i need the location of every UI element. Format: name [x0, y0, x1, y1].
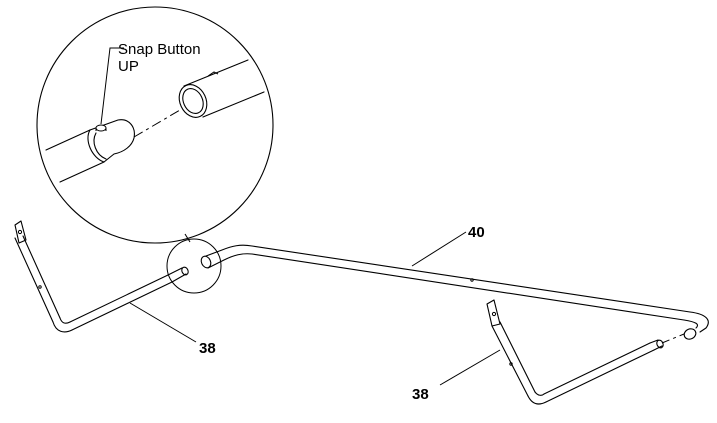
magnify-circle — [166, 238, 222, 294]
leader-left-leg — [129, 302, 197, 343]
detail-tube-with-button — [45, 119, 135, 183]
callout-leader-line — [100, 47, 124, 125]
leader-crossbar — [411, 231, 467, 267]
callout-text-line2: UP — [118, 58, 139, 75]
snap-button-icon — [95, 124, 107, 132]
callout-text-line1: Snap Button — [118, 41, 201, 58]
assembly-centerline — [661, 333, 685, 344]
label-crossbar: 40 — [468, 224, 485, 241]
detail-centerline — [133, 109, 181, 138]
detail-connector — [184, 233, 191, 243]
crossbar-tube — [200, 244, 709, 340]
label-right-leg: 38 — [412, 386, 429, 403]
detail-open-tube — [178, 59, 265, 118]
right-leg-tube — [486, 299, 664, 405]
leader-right-leg — [439, 349, 501, 386]
left-leg-tube — [14, 220, 189, 333]
label-left-leg: 38 — [199, 340, 216, 357]
detail-view: Snap Button UP — [36, 6, 274, 244]
